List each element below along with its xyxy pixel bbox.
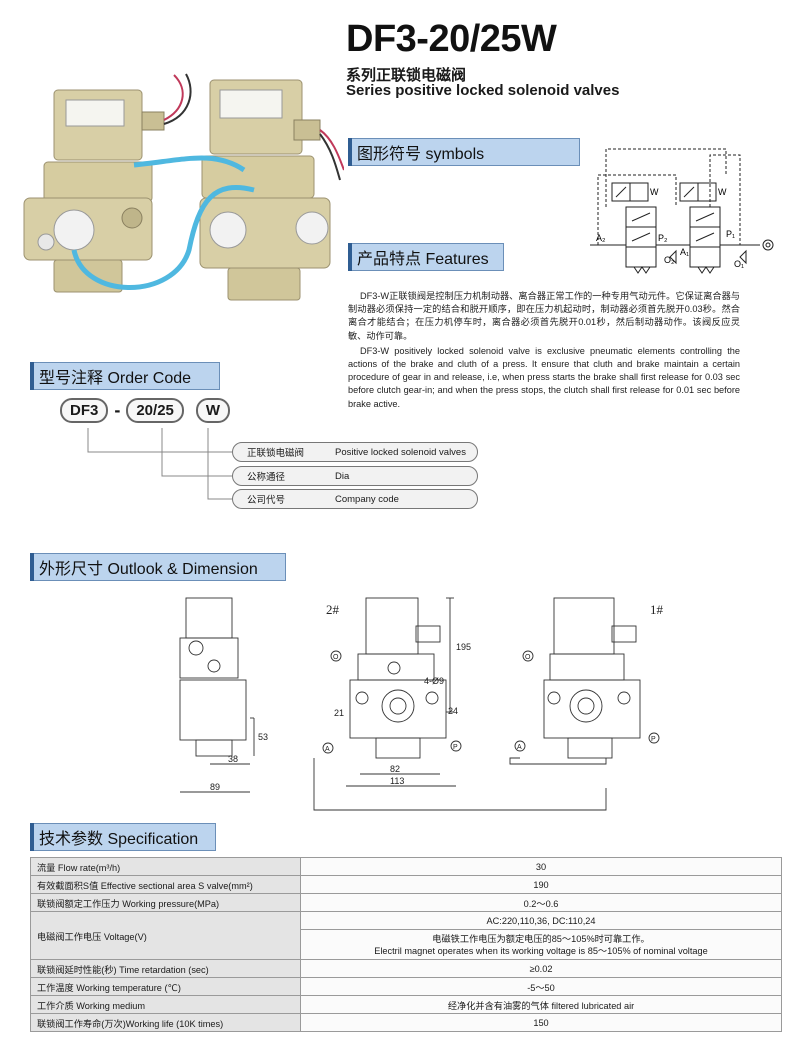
- spec-value-note-cn: 电磁铁工作电压为额定电压的85～105%时可靠工作。: [432, 933, 650, 944]
- table-row: 联锁阀工作寿命(万次)Working life (10K times) 150: [30, 1013, 782, 1032]
- table-row: 有效截面积S值 Effective sectional area S valve…: [30, 875, 782, 894]
- symbol-label-a1: A₁: [680, 247, 689, 257]
- table-row: 联锁阀延时性能(秒) Time retardation (sec) ≥0.02: [30, 959, 782, 978]
- dimension-drawing: 2# 1# 195 4-Ø9 21 24 82 113 53 38 89 O A…: [179, 597, 664, 811]
- right-valve-illustration: [199, 79, 344, 301]
- subtitle-chinese: 系列正联锁电磁阀: [346, 67, 467, 84]
- spec-label: 工作温度 Working temperature (℃): [30, 977, 301, 996]
- dimension-label-2: 2#: [326, 602, 340, 617]
- port-a-2: A: [325, 746, 330, 753]
- port-o-1: O: [525, 654, 531, 661]
- spec-value-note-en: Electril magnet operates when its workin…: [374, 945, 708, 956]
- order-code-row-dia-cn: 公称通径: [247, 472, 286, 483]
- spec-label: 电磁阀工作电压 Voltage(V): [30, 911, 301, 960]
- order-code-dash: -: [114, 400, 121, 420]
- order-code-row-dia-en: Dia: [335, 470, 350, 482]
- spec-label: 工作介质 Working medium: [30, 995, 301, 1014]
- subtitle-english: Series positive locked solenoid valves: [346, 82, 620, 99]
- order-code-row-dia: 公称通径 Dia: [232, 466, 478, 486]
- table-row: 流量 Flow rate(m³/h) 30: [30, 857, 782, 876]
- spec-label: 流量 Flow rate(m³/h): [30, 857, 301, 876]
- table-row: 电磁铁工作电压为额定电压的85～105%时可靠工作。 Electril magn…: [31, 929, 782, 960]
- dimension-89: 89: [210, 782, 220, 792]
- table-row: 工作介质 Working medium 经净化并含有油雾的气体 filtered…: [30, 995, 782, 1014]
- spec-label: 联锁阀延时性能(秒) Time retardation (sec): [30, 959, 301, 978]
- port-a-1: A: [517, 744, 522, 751]
- dimension-82: 82: [390, 764, 400, 774]
- order-code-series: DF3: [60, 398, 109, 423]
- spec-value: 0.2～0.6: [300, 893, 782, 912]
- product-photo: [23, 73, 344, 301]
- symbol-label-o2: O₂: [664, 255, 675, 265]
- table-row: 联锁阀额定工作压力 Working pressure(MPa) 0.2～0.6: [30, 893, 782, 912]
- features-text-cn: DF3-W正联锁阀是控制压力机制动器、离合器正常工作的一种专用气动元件。它保证离…: [348, 291, 740, 341]
- spec-value: 190: [300, 875, 782, 894]
- symbol-label-p2: P₂: [658, 233, 668, 243]
- order-code-connectors: [87, 428, 232, 500]
- port-p-1: P: [651, 736, 656, 743]
- spec-label: 联锁阀额定工作压力 Working pressure(MPa): [30, 893, 301, 912]
- spec-label: 联锁阀工作寿命(万次)Working life (10K times): [30, 1013, 301, 1032]
- section-header-specification: 技术参数 Specification: [30, 823, 216, 851]
- dimension-label-1: 1#: [650, 602, 664, 617]
- pneumatic-symbol-diagram: A₂ P₂ O₂ A₁ P₁ O₁ W W: [590, 148, 774, 274]
- symbol-label-o1: O₁: [734, 259, 744, 269]
- symbol-label-p1: P₁: [726, 229, 735, 239]
- features-text: DF3-W正联锁阀是控制压力机制动器、离合器正常工作的一种专用气动元件。它保证离…: [348, 290, 740, 411]
- port-p-2: P: [453, 744, 458, 751]
- air-hose: [71, 185, 255, 290]
- order-code-row-type-cn: 正联锁电磁阀: [247, 448, 305, 459]
- order-code-company: W: [195, 398, 231, 423]
- left-valve-illustration: [23, 73, 192, 293]
- section-header-dimension: 外形尺寸 Outlook & Dimension: [30, 553, 286, 581]
- spec-label: 有效截面积S值 Effective sectional area S valve…: [30, 875, 301, 894]
- section-header-order-code: 型号注释 Order Code: [30, 362, 220, 390]
- order-code-dia: 20/25: [126, 398, 184, 423]
- table-row: 工作温度 Working temperature (℃) -5～50: [30, 977, 782, 996]
- dimension-4-9: 4-Ø9: [424, 676, 444, 686]
- section-header-features: 产品特点 Features: [348, 243, 504, 271]
- dimension-21: 21: [334, 708, 344, 718]
- page-title: DF3-20/25W: [346, 18, 557, 60]
- order-code-row-company-cn: 公司代号: [247, 495, 286, 506]
- order-code-row-type-en: Positive locked solenoid valves: [335, 446, 466, 458]
- order-code-row-company-en: Company code: [335, 493, 399, 505]
- section-header-symbols: 图形符号 symbols: [348, 138, 580, 166]
- spec-value: -5～50: [300, 977, 782, 996]
- spec-value-note: 电磁铁工作电压为额定电压的85～105%时可靠工作。 Electril magn…: [300, 929, 782, 960]
- order-code-row-company: 公司代号 Company code: [232, 489, 478, 509]
- spec-value: 30: [300, 857, 782, 876]
- order-code-row-type: 正联锁电磁阀 Positive locked solenoid valves: [232, 442, 478, 462]
- table-row: 电磁阀工作电压 Voltage(V) AC:220,110,36, DC:110…: [30, 911, 782, 960]
- specification-table: 流量 Flow rate(m³/h) 30 有效截面积S值 Effective …: [30, 857, 782, 1032]
- dimension-53: 53: [258, 732, 268, 742]
- dimension-113: 113: [390, 776, 404, 786]
- order-code-diagram: DF3 - 20/25 W: [60, 398, 231, 423]
- spec-value: AC:220,110,36, DC:110,24: [300, 911, 782, 930]
- symbol-label-w2: W: [718, 187, 727, 197]
- features-text-en: DF3-W positively locked solenoid valve i…: [348, 345, 740, 409]
- symbol-label-w1: W: [650, 187, 659, 197]
- symbol-label-a2: A₂: [596, 233, 606, 243]
- dimension-24: 24: [448, 706, 458, 716]
- dimension-195: 195: [456, 642, 471, 652]
- port-o-2: O: [333, 654, 339, 661]
- spec-value: 经净化并含有油雾的气体 filtered lubricated air: [300, 995, 782, 1014]
- spec-value: ≥0.02: [300, 959, 782, 978]
- dimension-38: 38: [228, 754, 238, 764]
- spec-value: 150: [300, 1013, 782, 1032]
